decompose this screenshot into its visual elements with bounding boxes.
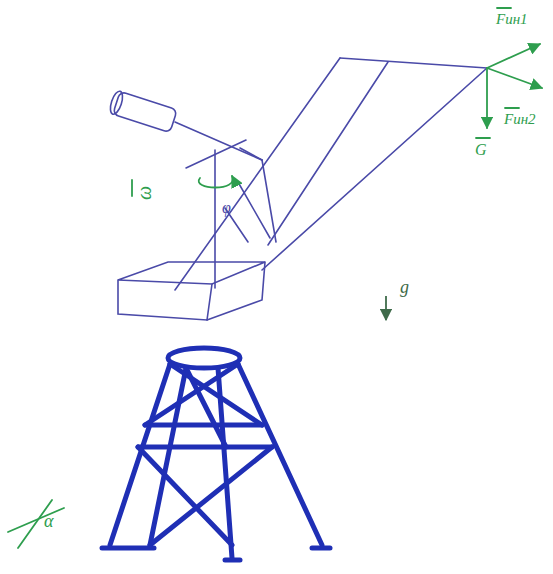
angular-velocity-label: ω (134, 186, 154, 200)
tower-truss (102, 348, 330, 560)
crane-sketch (108, 58, 487, 320)
gravity-arrow (385, 296, 387, 320)
angle-label: φ (222, 200, 231, 216)
angle-label: α (44, 512, 53, 530)
force-label: G (475, 142, 487, 158)
gravity-label: g (400, 278, 409, 296)
force-label: Fин1 (496, 12, 528, 27)
force-label: Fин2 (504, 112, 536, 127)
vectors (8, 8, 542, 548)
